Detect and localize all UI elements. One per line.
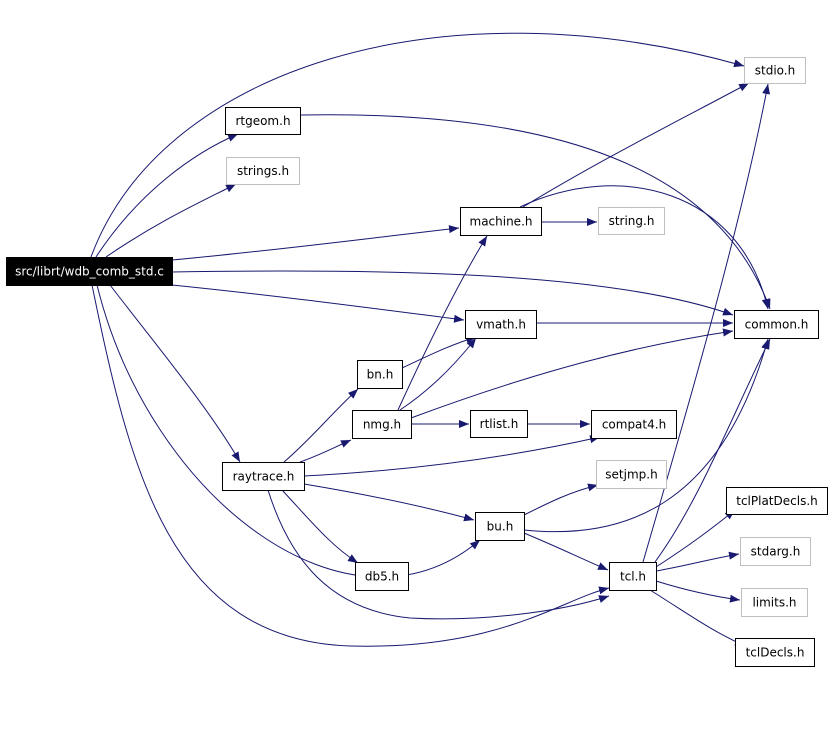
- edge-machine-to-common: [519, 185, 770, 310]
- node-vmath[interactable]: vmath.h: [465, 310, 537, 339]
- node-rtlist[interactable]: rtlist.h: [470, 410, 528, 438]
- edges-layer: [91, 33, 770, 646]
- edge-tcl-to-stdio: [654, 338, 771, 563]
- node-box-root: [6, 257, 173, 286]
- edge-root-to-rtgeom: [95, 133, 239, 258]
- node-machine[interactable]: machine.h: [460, 207, 542, 236]
- edge-nmg-to-vmath: [399, 337, 477, 411]
- node-label-common: common.h: [745, 318, 809, 332]
- node-label-db5: db5.h: [365, 570, 399, 584]
- node-box-nmg: [352, 410, 412, 439]
- edge-root-to-bu: [96, 284, 481, 578]
- edge-root-to-stdio: [90, 32, 745, 258]
- node-box-machine: [460, 207, 542, 236]
- edge-nmg-to-machine: [397, 235, 488, 411]
- edge-raytrace-to-bu: [281, 489, 359, 564]
- node-label-nmg: nmg.h: [363, 418, 401, 432]
- node-box-raytrace: [222, 462, 305, 491]
- node-label-tcl: tcl.h: [620, 570, 646, 584]
- node-limits[interactable]: limits.h: [741, 588, 808, 617]
- node-tcl[interactable]: tcl.h: [609, 562, 657, 591]
- node-box-stdio: [744, 57, 806, 84]
- node-box-tclDecls: [735, 638, 815, 667]
- node-box-strings: [226, 157, 300, 185]
- edge-root-to-raytrace: [109, 284, 241, 463]
- edge-bn-to-vmath: [401, 336, 477, 369]
- node-box-string: [598, 207, 665, 235]
- edge-raytrace-to-compat4: [303, 483, 475, 522]
- edge-tcl-to-limits: [649, 589, 746, 647]
- node-raytrace[interactable]: raytrace.h: [222, 462, 305, 491]
- edge-raytrace-to-db5: [267, 489, 610, 620]
- node-label-rtgeom: rtgeom.h: [235, 114, 290, 128]
- node-bn[interactable]: bn.h: [357, 360, 403, 389]
- node-label-machine: machine.h: [470, 215, 533, 229]
- node-label-setjmp: setjmp.h: [605, 468, 657, 482]
- node-tclDecls[interactable]: tclDecls.h: [735, 638, 815, 667]
- node-label-stdio: stdio.h: [755, 64, 795, 78]
- node-box-common: [734, 310, 819, 339]
- edge-bu-to-setjmp: [523, 338, 770, 533]
- node-label-tclDecls: tclDecls.h: [746, 646, 805, 660]
- node-label-root: src/librt/wdb_comb_std.c: [15, 265, 164, 279]
- node-bu[interactable]: bu.h: [475, 512, 525, 541]
- edge-machine-to-stdio: [522, 82, 750, 208]
- edge-root-to-tcl: [91, 284, 610, 647]
- edge-rtlist-to-compat4: [283, 388, 359, 463]
- node-nmg[interactable]: nmg.h: [352, 410, 412, 439]
- node-label-stdarg: stdarg.h: [751, 545, 801, 559]
- edge-raytrace-to-tcl: [523, 483, 599, 516]
- node-box-compat4: [591, 410, 677, 439]
- edge-rtgeom-to-common: [299, 114, 771, 310]
- edge-tcl-to-tclPlatDecls: [655, 551, 740, 572]
- node-box-bu: [475, 512, 525, 541]
- node-box-vmath: [465, 310, 537, 339]
- node-label-bu: bu.h: [487, 520, 514, 534]
- nodes-layer: src/librt/wdb_comb_std.c stdio.h rtgeom.h s…: [6, 57, 828, 667]
- node-label-rtlist: rtlist.h: [480, 417, 519, 431]
- edge-root-to-vmath: [171, 284, 465, 323]
- node-label-tclPlatDecls: tclPlatDecls.h: [736, 494, 818, 508]
- node-box-tcl: [609, 562, 657, 591]
- node-stdio[interactable]: stdio.h: [744, 57, 806, 84]
- node-stdarg[interactable]: stdarg.h: [740, 537, 811, 566]
- edge-root-to-strings: [105, 183, 237, 258]
- node-setjmp[interactable]: setjmp.h: [596, 460, 667, 489]
- edge-tcl-to-stdarg: [655, 580, 741, 603]
- edge-raytrace-to-nmg: [303, 435, 601, 477]
- node-label-bn: bn.h: [367, 368, 394, 382]
- node-compat4[interactable]: compat4.h: [591, 410, 677, 439]
- node-box-rtlist: [470, 410, 528, 438]
- node-box-setjmp: [596, 460, 667, 489]
- edge-root-to-machine: [171, 225, 460, 261]
- node-label-vmath: vmath.h: [476, 318, 526, 332]
- edge-root-to-common: [171, 270, 734, 316]
- node-box-rtgeom: [225, 107, 301, 135]
- edge-tcl-to-common: [655, 509, 736, 568]
- node-box-db5: [355, 562, 409, 591]
- node-label-raytrace: raytrace.h: [233, 470, 295, 484]
- edge-bu-to-tcl: [642, 83, 771, 563]
- node-box-stdarg: [740, 537, 811, 566]
- node-strings[interactable]: strings.h: [226, 157, 300, 185]
- node-root[interactable]: src/librt/wdb_comb_std.c: [6, 257, 173, 286]
- edge-raytrace-to-bn: [299, 439, 352, 463]
- node-box-limits: [741, 588, 808, 617]
- node-rtgeom[interactable]: rtgeom.h: [225, 107, 301, 135]
- node-string[interactable]: string.h: [598, 207, 665, 235]
- node-box-bn: [357, 360, 403, 389]
- node-tclPlatDecls[interactable]: tclPlatDecls.h: [726, 487, 828, 515]
- edge-bu-to-common: [523, 532, 609, 571]
- node-label-compat4: compat4.h: [602, 418, 666, 432]
- node-common[interactable]: common.h: [734, 310, 819, 339]
- edge-nmg-to-common: [410, 328, 734, 419]
- node-label-string: string.h: [609, 214, 655, 228]
- node-db5[interactable]: db5.h: [355, 562, 409, 591]
- node-label-strings: strings.h: [237, 164, 289, 178]
- node-box-tclPlatDecls: [726, 487, 828, 515]
- node-label-limits: limits.h: [752, 596, 796, 610]
